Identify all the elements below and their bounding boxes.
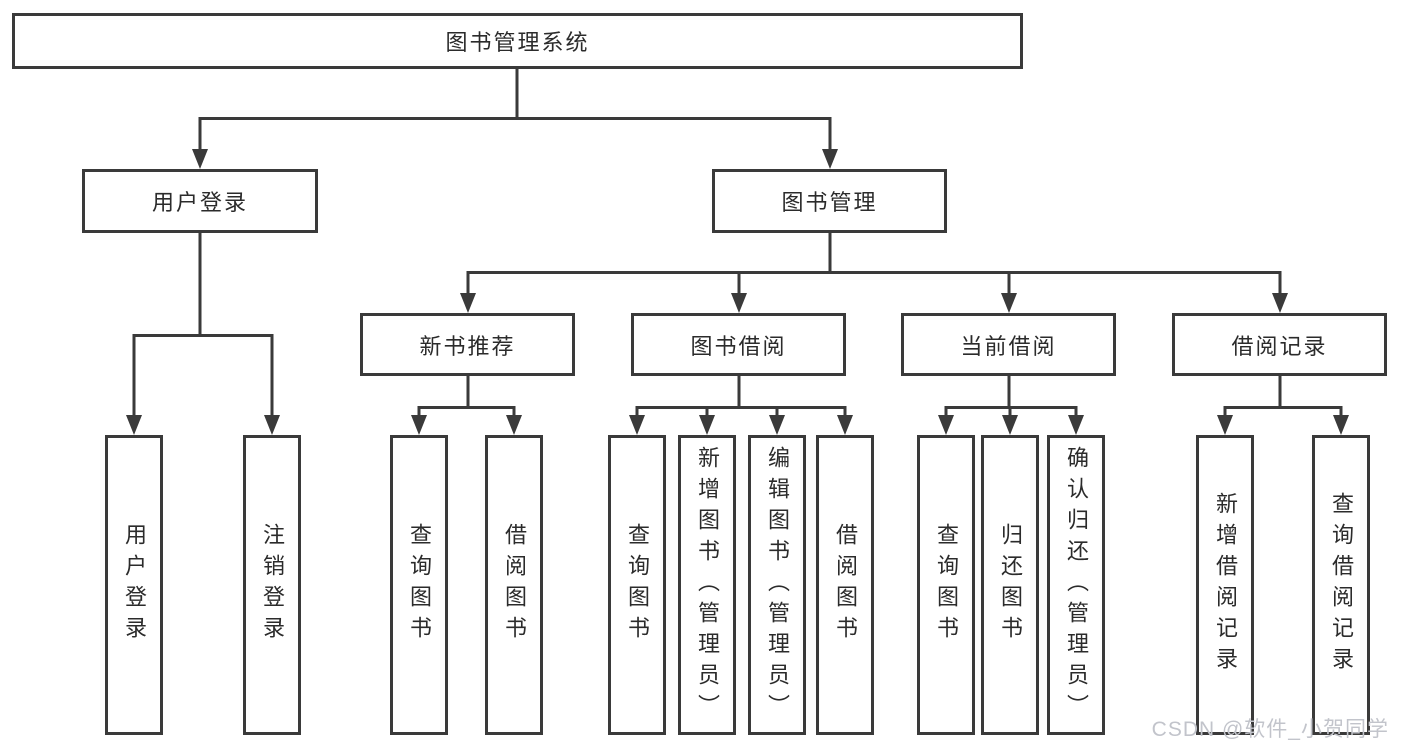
leaf-user-login: 用户登录 — [105, 435, 163, 735]
leaf-borrow-borrow: 借阅图书 — [816, 435, 874, 735]
arrow-to-leaf-borrow-add-icon — [699, 406, 715, 435]
leaf-current-confirm-admin: 确认归还（管理员） — [1047, 435, 1105, 735]
connector-book-borrow-branch — [637, 406, 845, 409]
arrow-to-book-management-icon — [822, 117, 838, 169]
arrow-to-leaf-current-query-icon — [938, 406, 954, 435]
node-library-system: 图书管理系统 — [12, 13, 1023, 69]
arrow-to-leaf-borrow-borrow-icon — [837, 406, 853, 435]
leaf-logout: 注销登录 — [243, 435, 301, 735]
leaf-newbook-query: 查询图书 — [390, 435, 448, 735]
arrow-to-leaf-newbook-borrow-icon — [506, 406, 522, 435]
node-book-management: 图书管理 — [712, 169, 947, 233]
connector-current-borrow-stem — [1007, 376, 1011, 409]
connector-new-book-branch — [419, 406, 514, 409]
arrow-to-user-login-icon — [192, 117, 208, 169]
connector-root-branch — [200, 117, 830, 120]
leaf-newbook-borrow: 借阅图书 — [485, 435, 543, 735]
arrow-to-borrow-records-icon — [1272, 271, 1288, 313]
connector-book-management-stem — [828, 233, 832, 274]
leaf-borrow-query: 查询图书 — [608, 435, 666, 735]
leaf-records-add: 新增借阅记录 — [1196, 435, 1254, 735]
connector-user-login-branch — [134, 334, 272, 337]
arrow-to-leaf-borrow-query-icon — [629, 406, 645, 435]
arrow-to-leaf-newbook-query-icon — [411, 406, 427, 435]
connector-borrow-records-branch — [1225, 406, 1341, 409]
arrow-to-current-borrow-icon — [1001, 271, 1017, 313]
csdn-watermark: CSDN @软件_小贺同学 — [1151, 718, 1389, 741]
connector-root-stem — [515, 69, 519, 120]
arrow-to-leaf-current-return-icon — [1002, 406, 1018, 435]
node-user-login: 用户登录 — [82, 169, 318, 233]
connector-user-login-stem — [198, 233, 202, 337]
node-current-borrow: 当前借阅 — [901, 313, 1116, 376]
arrow-to-leaf-records-query-icon — [1333, 406, 1349, 435]
arrow-to-leaf-user-login-icon — [126, 334, 142, 435]
arrow-to-book-borrow-icon — [731, 271, 747, 313]
arrow-to-leaf-current-confirm-icon — [1068, 406, 1084, 435]
arrow-to-leaf-logout-icon — [264, 334, 280, 435]
node-new-book-recommend: 新书推荐 — [360, 313, 575, 376]
arrow-to-leaf-borrow-edit-icon — [769, 406, 785, 435]
arrow-to-leaf-records-add-icon — [1217, 406, 1233, 435]
connector-new-book-stem — [466, 376, 470, 409]
node-borrow-records: 借阅记录 — [1172, 313, 1387, 376]
leaf-borrow-add-admin: 新增图书（管理员） — [678, 435, 736, 735]
leaf-current-return: 归还图书 — [981, 435, 1039, 735]
connector-borrow-records-stem — [1278, 376, 1282, 409]
node-book-borrow: 图书借阅 — [631, 313, 846, 376]
connector-book-borrow-stem — [737, 376, 741, 409]
leaf-current-query: 查询图书 — [917, 435, 975, 735]
connector-book-management-branch — [468, 271, 1280, 274]
arrow-to-new-book-recommend-icon — [460, 271, 476, 313]
leaf-records-query: 查询借阅记录 — [1312, 435, 1370, 735]
leaf-borrow-edit-admin: 编辑图书（管理员） — [748, 435, 806, 735]
